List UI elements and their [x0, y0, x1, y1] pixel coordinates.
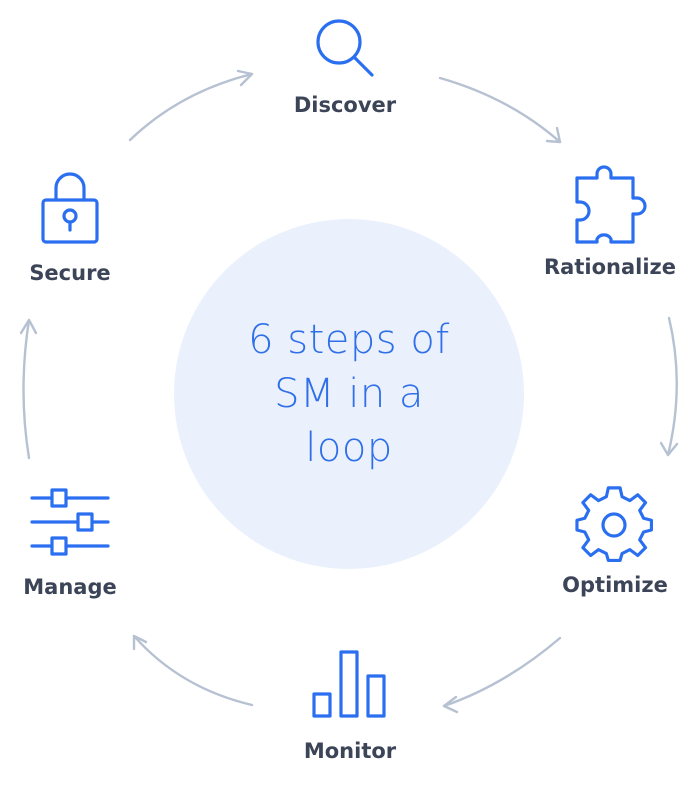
step-label-monitor: Monitor: [303, 739, 397, 763]
magnifier-icon: [316, 19, 374, 77]
arrow-secure-to-discover: [128, 69, 254, 142]
arrow-monitor-to-manage: [132, 634, 254, 707]
arrow-rationalize-to-optimize: [659, 316, 679, 457]
center-circle: 6 steps of SM in a loop: [174, 219, 524, 569]
step-rationalize: Rationalize: [530, 165, 690, 280]
step-secure: Secure: [0, 166, 140, 286]
step-label-manage: Manage: [23, 575, 117, 599]
padlock-icon: [41, 172, 99, 244]
step-label-secure: Secure: [29, 261, 111, 285]
arrow-manage-to-secure: [19, 318, 38, 460]
step-optimize: Optimize: [535, 486, 695, 598]
step-label-discover: Discover: [293, 93, 397, 117]
step-label-optimize: Optimize: [562, 573, 668, 597]
arrow-optimize-to-monitor: [442, 636, 562, 714]
step-monitor: Monitor: [270, 646, 430, 764]
step-manage: Manage: [0, 484, 140, 600]
sliders-icon: [30, 488, 110, 556]
step-discover: Discover: [260, 12, 430, 118]
arrow-discover-to-rationalize: [438, 76, 562, 144]
center-title: 6 steps of SM in a loop: [248, 317, 450, 471]
bar-chart-icon: [312, 650, 386, 718]
step-label-rationalize: Rationalize: [544, 255, 676, 279]
gear-icon: [575, 486, 654, 562]
puzzle-piece-icon: [575, 165, 647, 244]
